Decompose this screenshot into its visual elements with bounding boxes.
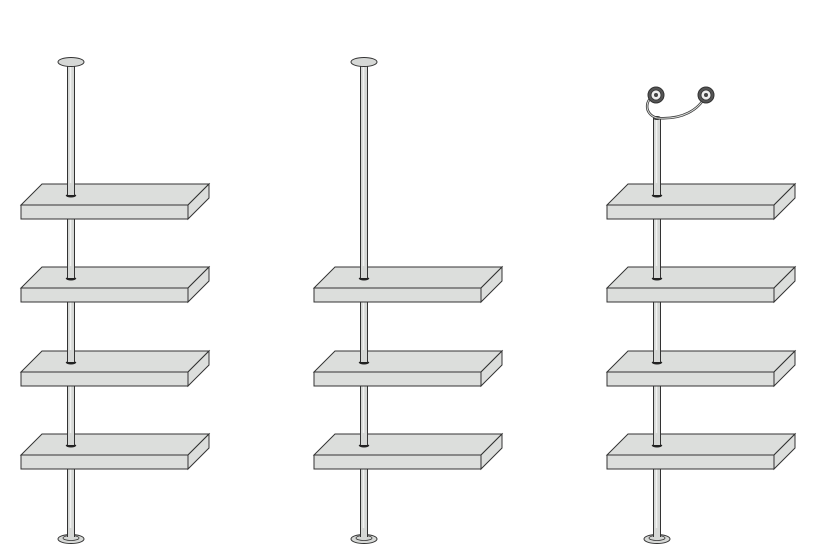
- spotlight-center: [704, 93, 708, 97]
- shelf-side-face: [187, 265, 210, 304]
- pole-hole-rim: [651, 194, 663, 198]
- pole-segment: [360, 350, 368, 362]
- unit-ceiling-mounted-3-shelves: [312, 57, 504, 544]
- shelf-front-face: [20, 454, 189, 470]
- shelf: [312, 265, 504, 304]
- pole-hole-rim: [65, 444, 77, 448]
- pole-segment: [360, 433, 368, 445]
- shelf-front-face: [606, 454, 775, 470]
- shelf: [19, 432, 211, 471]
- shelf-front-face: [606, 287, 775, 303]
- shelf-front-face: [313, 454, 482, 470]
- shelf-front-face: [606, 204, 775, 220]
- shelf-side-face: [187, 349, 210, 388]
- shelf-side-face: [480, 349, 503, 388]
- shelf: [312, 349, 504, 388]
- shelf-top-face: [312, 433, 504, 456]
- shelf: [19, 265, 211, 304]
- pole-hole-rim: [651, 444, 663, 448]
- shelf: [19, 349, 211, 388]
- shelf-top-face: [605, 433, 797, 456]
- shelf-side-face: [773, 182, 796, 221]
- shelf-top-face: [605, 266, 797, 289]
- shelf-side-face: [187, 182, 210, 221]
- shelf-top-face: [19, 350, 211, 373]
- pole-hole-rim: [65, 194, 77, 198]
- shelf: [605, 265, 797, 304]
- ceiling-plate: [350, 57, 378, 67]
- pole-base: [360, 528, 368, 538]
- shelf-top-face: [605, 350, 797, 373]
- shelf-front-face: [20, 204, 189, 220]
- pole-hole-rim: [651, 361, 663, 365]
- shelf: [605, 182, 797, 221]
- shelf-side-face: [773, 432, 796, 471]
- shelf: [19, 182, 211, 221]
- shelf: [605, 349, 797, 388]
- shelf-front-face: [20, 287, 189, 303]
- shelf-top-face: [19, 183, 211, 206]
- unit-with-lamp-fixture-4-shelves: [605, 86, 797, 544]
- pole-hole-rim: [358, 277, 370, 281]
- shelf-side-face: [480, 432, 503, 471]
- shelf-front-face: [313, 371, 482, 387]
- shelf-top-face: [312, 350, 504, 373]
- shelf-top-face: [19, 266, 211, 289]
- pole-segment: [360, 266, 368, 278]
- shelf: [312, 432, 504, 471]
- shelf-side-face: [480, 265, 503, 304]
- pole-segment: [653, 266, 661, 278]
- pole-hole-rim: [358, 444, 370, 448]
- shelf-side-face: [773, 265, 796, 304]
- pole-segment: [67, 183, 75, 195]
- shelf-side-face: [187, 432, 210, 471]
- pole-segment: [67, 266, 75, 278]
- shelf-top-face: [605, 183, 797, 206]
- pole-hole-rim: [651, 277, 663, 281]
- shelf-front-face: [20, 371, 189, 387]
- pole-hole-rim: [65, 277, 77, 281]
- shelf-front-face: [313, 287, 482, 303]
- pole-segment: [653, 350, 661, 362]
- pole-segment: [653, 183, 661, 195]
- pole-hole-rim: [65, 361, 77, 365]
- shelf-top-face: [312, 266, 504, 289]
- ceiling-plate: [57, 57, 85, 67]
- unit-ceiling-mounted-4-shelves: [19, 57, 211, 544]
- shelf: [605, 432, 797, 471]
- spotlight-center: [654, 93, 658, 97]
- pole-segment: [653, 433, 661, 445]
- shelf-side-face: [773, 349, 796, 388]
- shelf-top-face: [19, 433, 211, 456]
- pole-base: [653, 528, 661, 538]
- pole-segment: [67, 350, 75, 362]
- pole-hole-rim: [358, 361, 370, 365]
- pole-base: [67, 528, 75, 538]
- pole-segment: [67, 433, 75, 445]
- shelf-front-face: [606, 371, 775, 387]
